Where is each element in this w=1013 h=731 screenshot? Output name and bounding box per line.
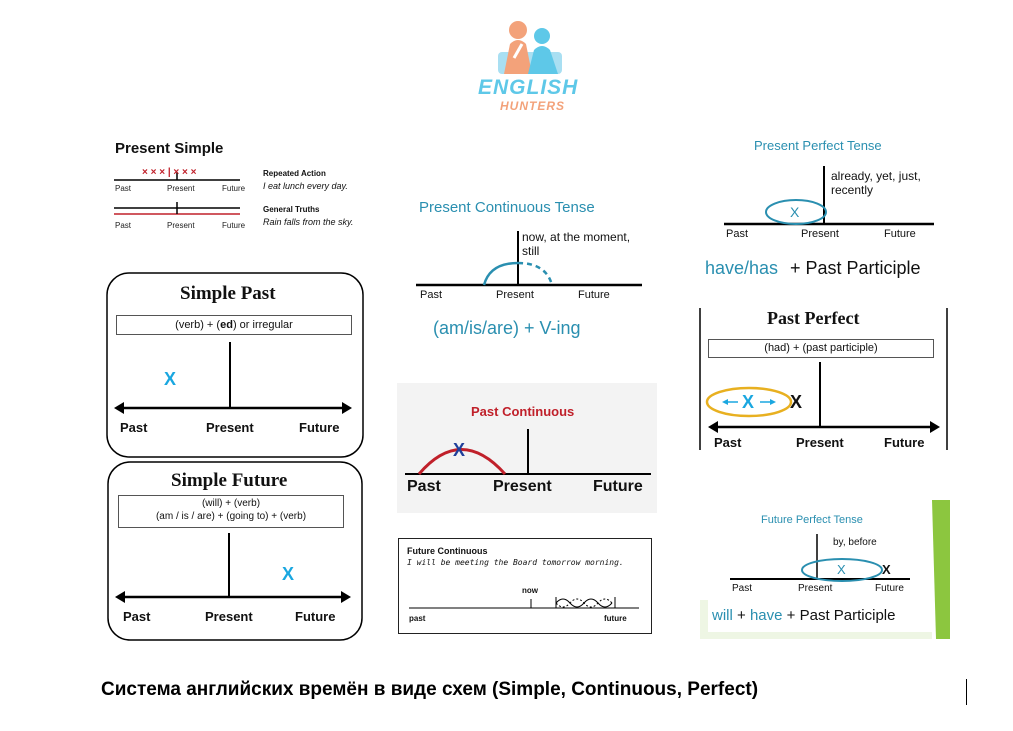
- pcont-axis-present: Present: [493, 478, 552, 495]
- present-continuous-timeline: [416, 231, 642, 287]
- pcont-axis-past: Past: [407, 478, 441, 495]
- past-perfect-x-inner: X: [742, 392, 755, 412]
- simple-future-x: X: [282, 564, 295, 584]
- present-perfect-panel: Present Perfect Tense X already, yet, ju…: [700, 136, 950, 286]
- present-perfect-timeline: [724, 166, 934, 226]
- fperf-axis-past: Past: [732, 583, 753, 594]
- sp-axis-past: Past: [120, 420, 148, 435]
- simple-future-panel: Simple Future (will) + (verb) (am / is /…: [107, 461, 363, 641]
- future-continuous-past: past: [409, 614, 426, 623]
- simple-past-panel: Simple Past (verb) + (ed) or irregular X…: [106, 272, 364, 458]
- past-perfect-title: Past Perfect: [767, 308, 860, 328]
- simple-future-formula-line1: (will) + (verb): [201, 498, 261, 509]
- present-continuous-panel: Present Continuous Tense now, at the mom…: [410, 195, 650, 345]
- future-perfect-formula: will + have + Past Participle: [712, 607, 896, 624]
- logo-text-hunters: HUNTERS: [500, 99, 566, 113]
- present-simple-timelines: [114, 172, 240, 215]
- ps-heading-truths: General Truths: [263, 205, 320, 214]
- fperf-axis-present: Present: [798, 583, 833, 594]
- present-perfect-formula-rest: + Past Participle: [790, 258, 921, 278]
- pc-axis-present: Present: [496, 289, 534, 301]
- present-continuous-note: now, at the moment, still: [522, 230, 631, 258]
- future-continuous-future: future: [604, 614, 627, 623]
- future-perfect-title: Future Perfect Tense: [761, 514, 863, 526]
- sp-axis-present: Present: [206, 420, 254, 435]
- text-cursor: [966, 679, 967, 705]
- simple-future-formula-line2: (am / is / are) + (going to) + (verb): [155, 511, 307, 522]
- sf-axis-future: Future: [295, 609, 336, 624]
- simple-past-formula-b: ) or irregular: [232, 319, 293, 331]
- future-continuous-title: Future Continuous: [407, 546, 488, 556]
- past-perfect-timeline: [699, 308, 948, 450]
- past-perfect-formula: (had) + (past participle): [708, 339, 934, 358]
- simple-past-formula: (verb) + (ed) or irregular: [116, 315, 352, 335]
- future-perfect-panel: Future Perfect Tense by, before X X Past…: [700, 500, 950, 639]
- ps-example-repeated: I eat lunch every day.: [263, 181, 348, 191]
- sf-axis-past: Past: [123, 609, 151, 624]
- future-perfect-formula-will: will: [712, 607, 733, 624]
- simple-past-frame: [106, 272, 364, 458]
- simple-future-formula: (will) + (verb) (am / is / are) + (going…: [118, 495, 344, 528]
- simple-future-title: Simple Future: [171, 470, 288, 491]
- present-simple-marks: × × × | × × ×: [142, 167, 197, 178]
- ps-axis-past-2: Past: [115, 221, 132, 230]
- present-perfect-formula-haveh: have/has: [705, 258, 779, 278]
- pp-axis-present: Present: [801, 228, 839, 240]
- ps-axis-future-2: Future: [222, 221, 246, 230]
- present-perfect-title: Present Perfect Tense: [754, 138, 882, 153]
- past-continuous-timeline: [405, 429, 651, 476]
- ps-axis-present-1: Present: [167, 184, 195, 193]
- future-perfect-formula-have: have: [749, 607, 783, 624]
- pperf-axis-present: Present: [796, 435, 844, 450]
- simple-past-title: Simple Past: [180, 283, 276, 304]
- future-continuous-panel: Future Continuous I will be meeting the …: [398, 538, 652, 634]
- past-perfect-panel: Past Perfect (had) + (past participle) X…: [698, 306, 950, 452]
- ps-axis-present-2: Present: [167, 221, 195, 230]
- future-perfect-timeline: [700, 500, 950, 639]
- page-caption: Система английских времён в виде схем (S…: [101, 679, 759, 700]
- pperf-axis-past: Past: [714, 435, 742, 450]
- simple-past-x: X: [164, 369, 177, 389]
- sf-axis-present: Present: [205, 609, 253, 624]
- present-simple-panel: Present Simple × × × | × × × Past Presen…: [110, 138, 370, 238]
- ps-example-truths: Rain falls from the sky.: [263, 217, 354, 227]
- future-perfect-x-inner: X: [837, 562, 846, 577]
- past-continuous-x: X: [453, 440, 466, 460]
- ps-axis-future-1: Future: [222, 184, 246, 193]
- past-continuous-panel: Past Continuous X Past Present Future: [397, 383, 657, 513]
- past-perfect-x-outer: X: [790, 392, 803, 412]
- ps-axis-past-1: Past: [115, 184, 132, 193]
- pperf-axis-future: Future: [884, 435, 925, 450]
- simple-past-formula-a: (verb) + (: [175, 319, 221, 331]
- pcont-axis-future: Future: [593, 478, 643, 495]
- present-continuous-formula: (am/is/are) + V-ing: [433, 318, 581, 338]
- future-perfect-x-outer: X: [882, 562, 891, 577]
- pp-axis-future: Future: [884, 228, 916, 240]
- logo-text-english: ENGLISH: [478, 76, 579, 99]
- future-perfect-formula-rest: Past Participle: [799, 607, 896, 624]
- future-continuous-example: I will be meeting the Board tomorrow mor…: [407, 558, 624, 567]
- present-perfect-note: already, yet, just, recently: [831, 169, 921, 197]
- present-simple-title: Present Simple: [115, 140, 224, 157]
- logo-figures-icon: [498, 21, 562, 74]
- sp-axis-future: Future: [299, 420, 340, 435]
- simple-past-formula-ed: ed: [220, 319, 233, 331]
- pc-axis-future: Future: [578, 289, 610, 301]
- present-continuous-title: Present Continuous Tense: [419, 199, 595, 216]
- present-perfect-x: X: [790, 204, 800, 220]
- ps-heading-repeated: Repeated Action: [263, 169, 326, 178]
- future-continuous-now: now: [522, 586, 538, 595]
- fperf-axis-future: Future: [875, 583, 904, 594]
- pc-axis-past: Past: [420, 289, 443, 301]
- simple-future-frame: [107, 461, 363, 641]
- past-continuous-title: Past Continuous: [471, 404, 575, 419]
- logo: ENGLISH HUNTERS: [470, 14, 590, 114]
- future-perfect-note: by, before: [833, 537, 877, 548]
- pp-axis-past: Past: [726, 228, 749, 240]
- future-continuous-timeline: [409, 597, 639, 609]
